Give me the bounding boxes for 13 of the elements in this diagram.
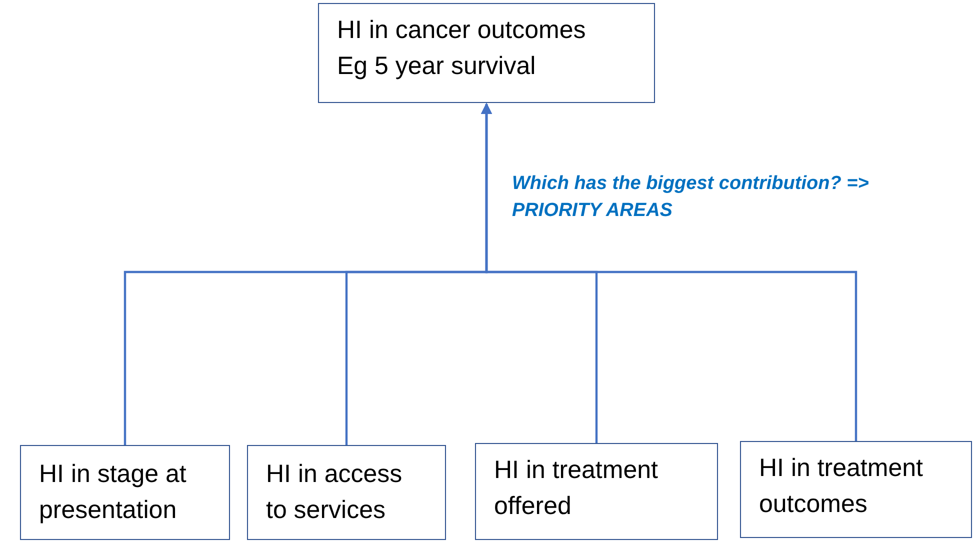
box-text: HI in access to services [266, 459, 404, 526]
box-text: HI in treatment offered [494, 455, 659, 522]
annotation-text: Which has the biggest contribution? => PRIORITY AREAS [512, 172, 870, 223]
text-box [740, 441, 972, 538]
box-text: HI in cancer outcomes [337, 15, 587, 46]
box-text: HI in treatment outcomes [759, 453, 924, 520]
connector-arrow [481, 102, 858, 441]
text-box [318, 3, 655, 103]
box-text: Eg 5 year survival [337, 51, 537, 82]
text-box [20, 445, 230, 540]
text-box [247, 445, 446, 540]
text-box [475, 443, 718, 540]
box-text: HI in stage at presentation [39, 459, 188, 526]
